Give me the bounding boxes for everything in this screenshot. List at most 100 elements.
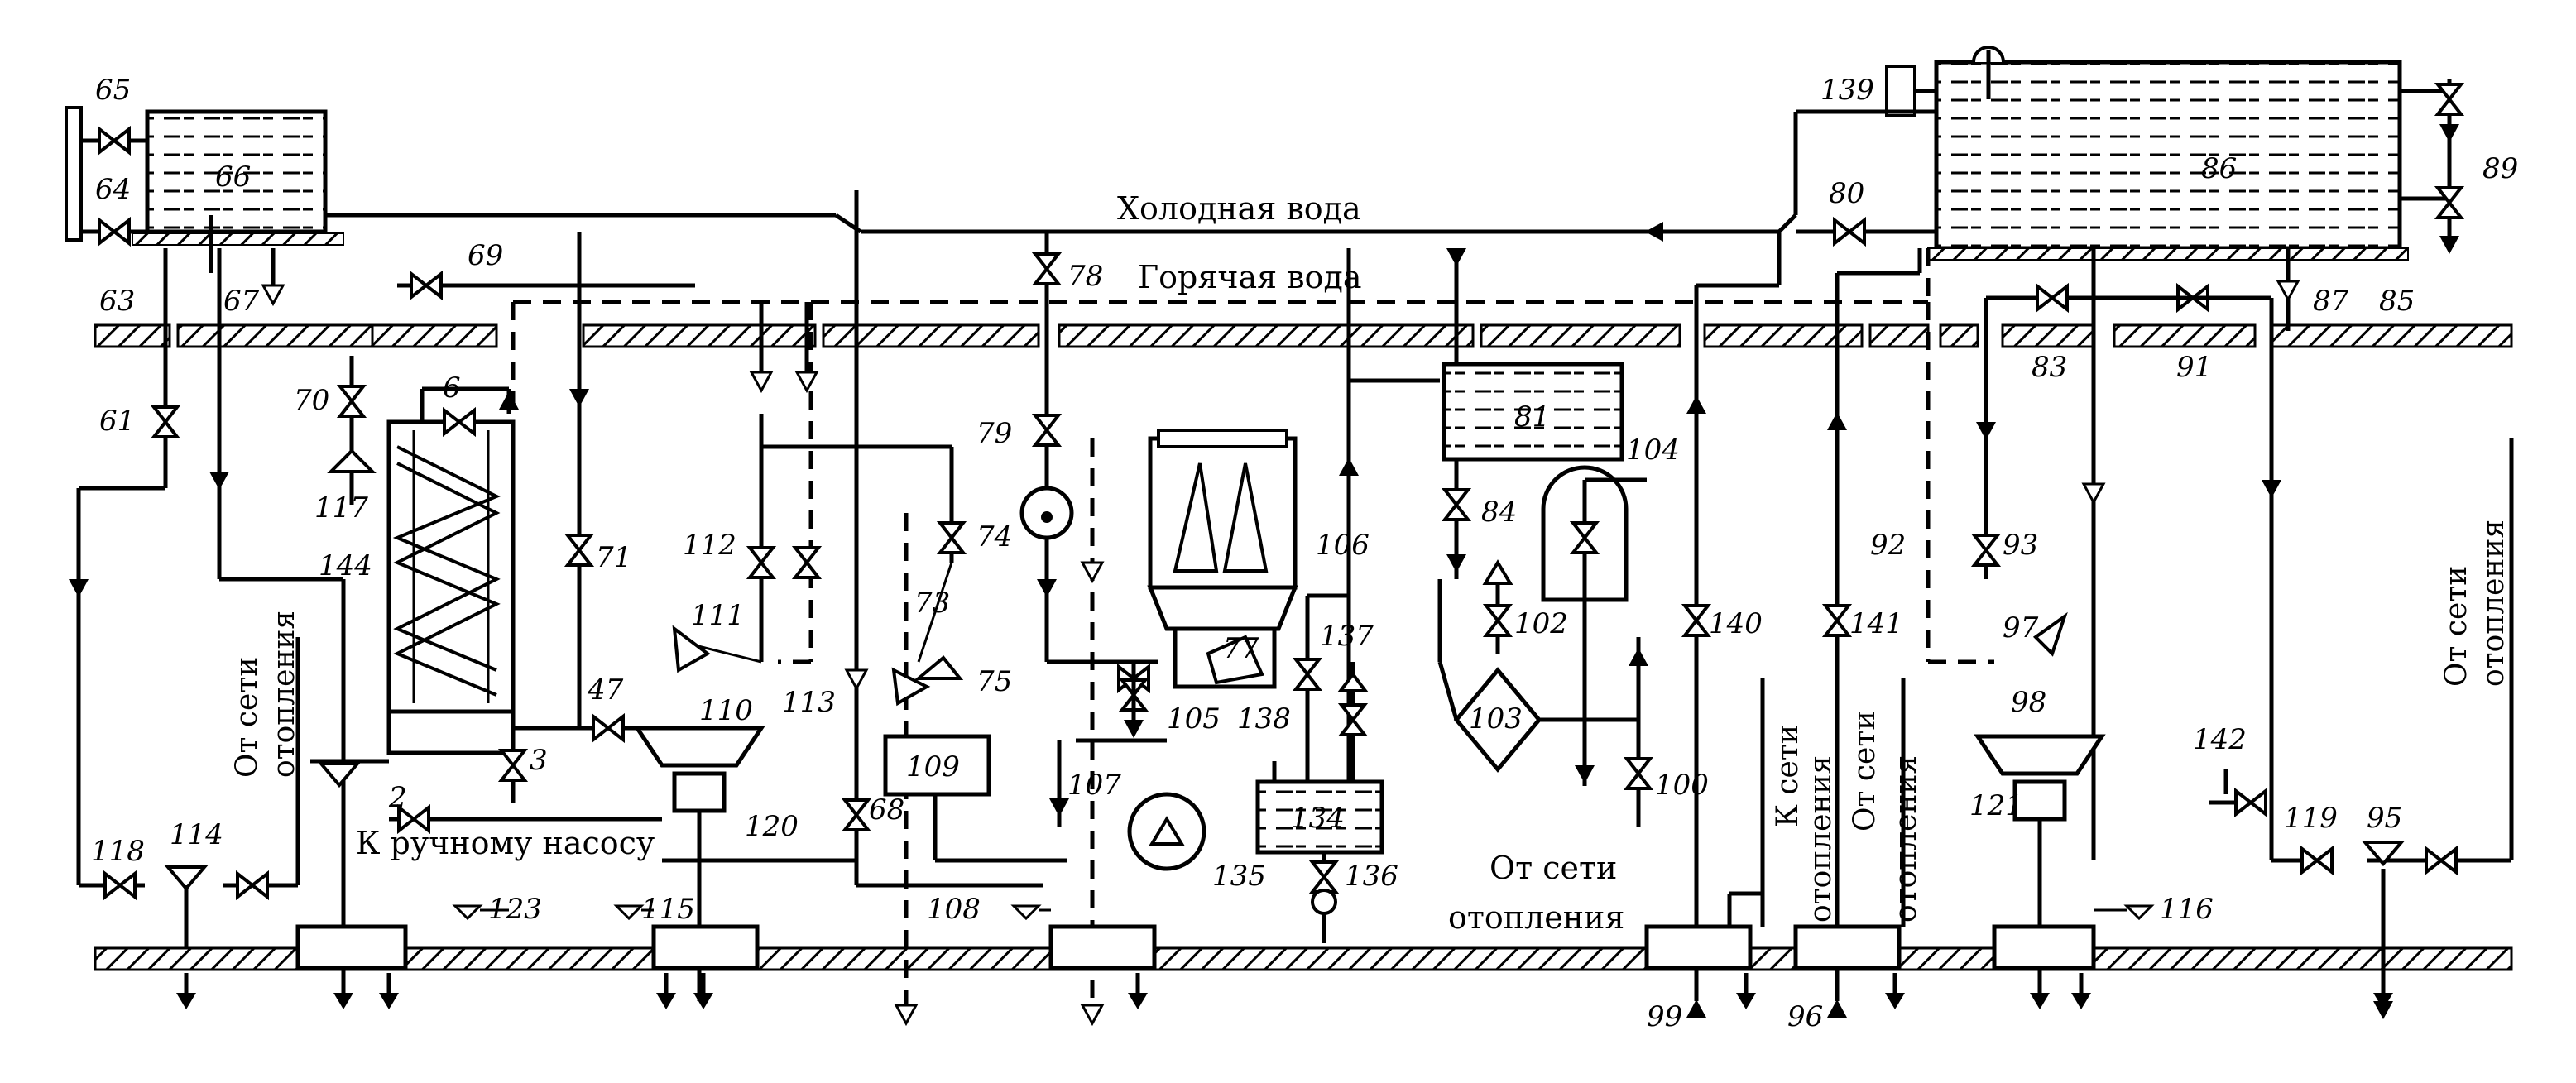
hot-water-label: Горячая вода: [1138, 259, 1362, 295]
left-from-heating-2: отопления: [267, 611, 301, 778]
num-110: 110: [699, 694, 753, 727]
from-heating-label-bottom-2: отопления: [1448, 899, 1624, 936]
num-91: 91: [2176, 351, 2212, 384]
num-118: 118: [91, 835, 145, 868]
num-3: 3: [530, 744, 548, 777]
num-63: 63: [99, 285, 135, 318]
num-123: 123: [488, 893, 542, 926]
num-61: 61: [99, 405, 135, 438]
num-64: 64: [95, 173, 131, 206]
num-121: 121: [1969, 789, 2023, 822]
left-pipes: [69, 248, 346, 1001]
num-74: 74: [976, 520, 1012, 553]
tank-134: [1255, 248, 1440, 943]
mid-to-heating-1: К сети: [1771, 724, 1805, 827]
num-144: 144: [319, 549, 372, 582]
heating-stubs: [1727, 678, 1906, 927]
num-73: 73: [914, 587, 950, 620]
drain-boxes: [176, 904, 2393, 1025]
num-117: 117: [314, 491, 368, 525]
num-98: 98: [2011, 686, 2046, 719]
num-100: 100: [1655, 769, 1709, 802]
num-66: 66: [215, 161, 251, 194]
num-142: 142: [2193, 723, 2247, 756]
num-83: 83: [2032, 351, 2067, 384]
shower-heads: [672, 611, 2068, 707]
device-102: [1482, 559, 1513, 654]
upper-deck: [94, 323, 2513, 348]
vertical-labels: От сети отопления К сети отопления От се…: [230, 520, 2511, 922]
num-86: 86: [2201, 152, 2237, 185]
num-134: 134: [1291, 802, 1345, 835]
num-114: 114: [170, 818, 223, 851]
center-left-pipes: [397, 190, 1043, 888]
part-numbers: 65 64 66 63 67 69 61 70 6 117 144 71 47 …: [91, 74, 2518, 1033]
num-67: 67: [223, 285, 260, 318]
num-70: 70: [294, 384, 329, 417]
num-119: 119: [2284, 802, 2338, 835]
sink-98: [1974, 734, 2106, 1001]
tank-66: [65, 106, 344, 246]
num-92: 92: [1870, 529, 1906, 562]
num-97: 97: [2003, 611, 2039, 645]
num-2: 2: [388, 781, 407, 814]
num-139: 139: [1820, 74, 1874, 107]
num-77: 77: [1223, 632, 1259, 665]
left-from-heating-1: От сети: [230, 657, 264, 778]
num-95: 95: [2367, 802, 2402, 835]
num-99: 99: [1647, 1000, 1682, 1033]
num-47: 47: [587, 673, 624, 707]
num-104: 104: [1626, 434, 1680, 467]
device-109: [883, 734, 1069, 863]
cold-water-main: [209, 109, 1936, 273]
num-79: 79: [976, 417, 1012, 450]
num-112: 112: [683, 529, 736, 562]
filter-103: [1437, 579, 1652, 827]
tank-81: [1442, 248, 1624, 579]
sink-110: [633, 726, 765, 1001]
num-96: 96: [1787, 1000, 1823, 1033]
num-81: 81: [1514, 400, 1550, 434]
heater-144: [310, 356, 662, 832]
num-115: 115: [641, 893, 695, 926]
num-105: 105: [1167, 702, 1221, 736]
cold-water-label: Холодная вода: [1117, 190, 1361, 227]
num-135: 135: [1212, 860, 1266, 893]
num-108: 108: [927, 893, 981, 926]
num-111: 111: [691, 599, 745, 632]
num-85: 85: [2379, 285, 2415, 318]
num-93: 93: [2003, 529, 2038, 562]
from-heating-label-bottom-1: От сети: [1489, 850, 1617, 886]
num-141: 141: [1849, 607, 1903, 640]
num-78: 78: [1067, 260, 1103, 293]
mid-to-heating-2: отопления: [1804, 755, 1838, 922]
num-75: 75: [976, 665, 1012, 698]
tank-86: [1885, 46, 2463, 261]
num-137: 137: [1320, 620, 1374, 653]
num-84: 84: [1481, 496, 1517, 529]
num-65: 65: [95, 74, 131, 107]
num-103: 103: [1469, 702, 1523, 736]
num-89: 89: [2482, 152, 2518, 185]
right-from-heating-2: отопления: [2477, 520, 2511, 687]
num-80: 80: [1829, 177, 1864, 210]
num-138: 138: [1237, 702, 1291, 736]
mid-from-heating-2: отопления: [1889, 755, 1923, 922]
num-136: 136: [1345, 860, 1398, 893]
num-69: 69: [468, 239, 503, 272]
num-102: 102: [1514, 607, 1568, 640]
pump-135: [1127, 792, 1206, 871]
num-120: 120: [745, 810, 799, 843]
num-109: 109: [906, 750, 960, 783]
right-pipes: [1683, 232, 2514, 1019]
num-87: 87: [2313, 285, 2349, 318]
to-hand-pump-label: К ручному насосу: [356, 825, 655, 861]
num-107: 107: [1067, 769, 1121, 802]
device-104: [1541, 465, 1647, 786]
mid-from-heating-1: От сети: [1848, 711, 1882, 831]
num-113: 113: [782, 686, 836, 719]
num-68: 68: [869, 793, 904, 827]
num-71: 71: [596, 541, 631, 574]
right-from-heating-1: От сети: [2439, 566, 2473, 687]
